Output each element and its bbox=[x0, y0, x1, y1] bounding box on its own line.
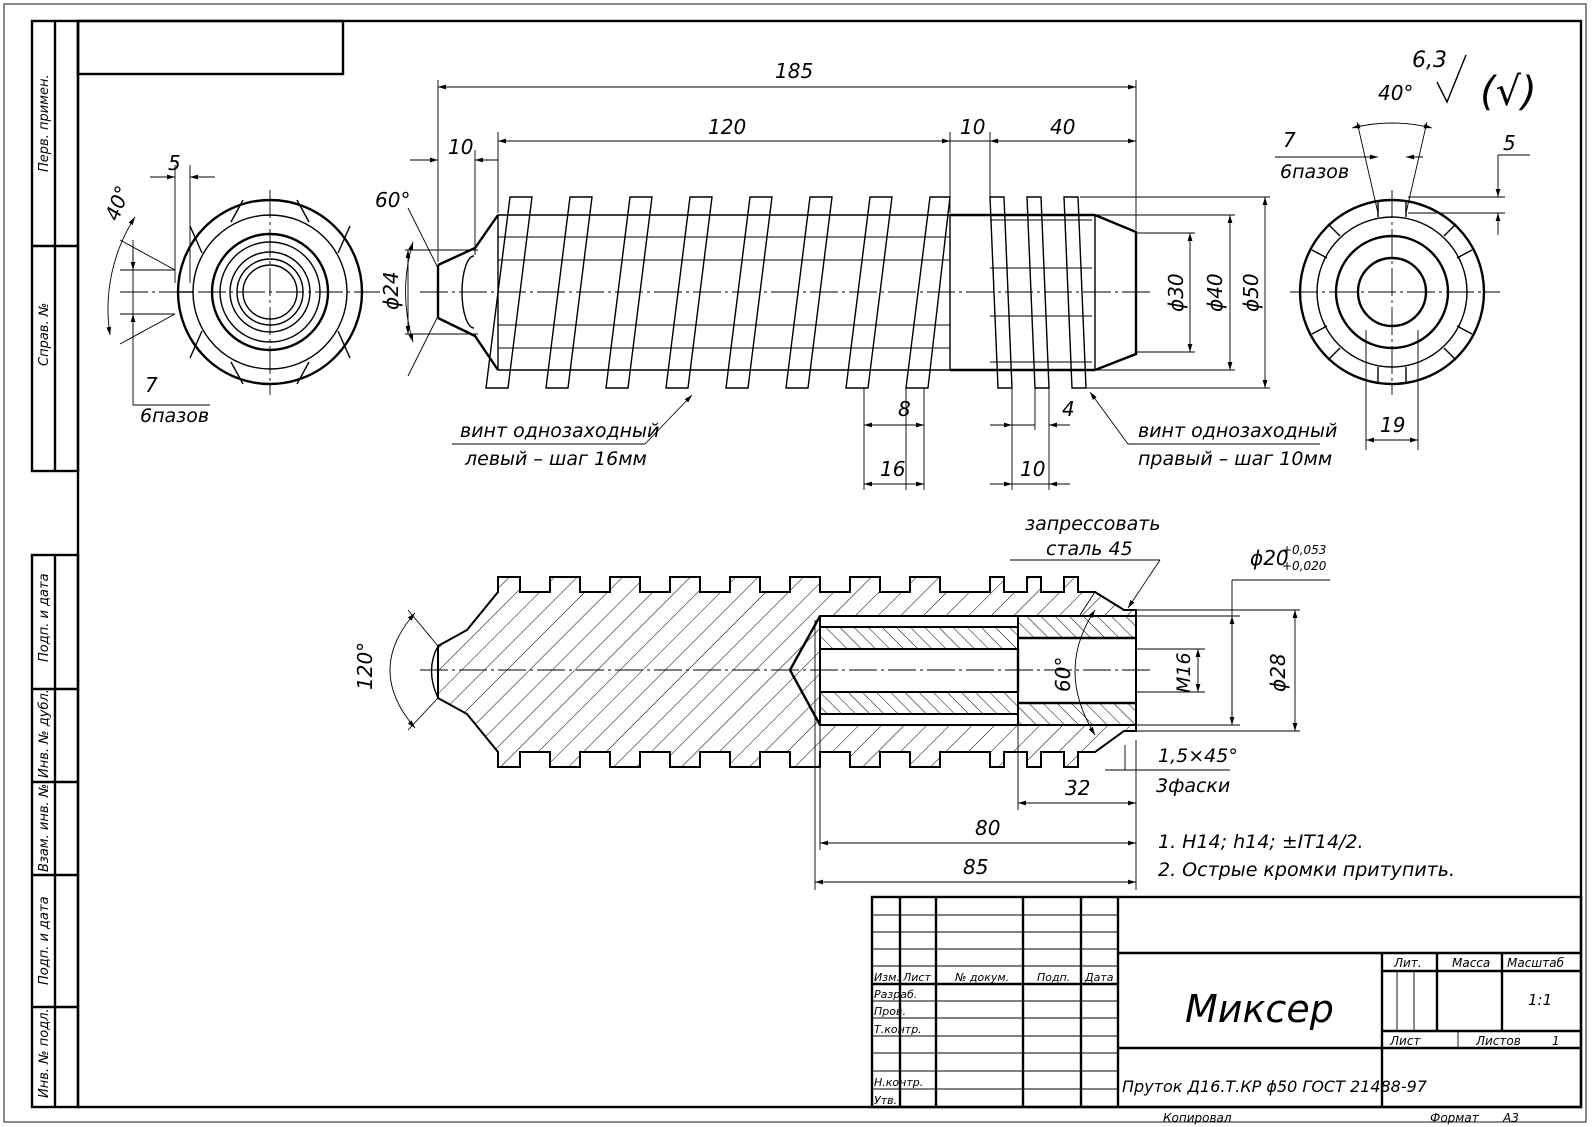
press-fit-note: запрессовать bbox=[1025, 513, 1161, 535]
chamfer-count: 3фаски bbox=[1156, 775, 1230, 797]
dim-10-top: 10 bbox=[960, 115, 985, 139]
sheets-label: Листов bbox=[1475, 1034, 1521, 1048]
format-value: A3 bbox=[1502, 1111, 1519, 1125]
dim-40: 40 bbox=[1050, 115, 1075, 139]
side-stamp-labels: Перв. примен. Справ. № Подп. и дата Инв.… bbox=[37, 74, 52, 1098]
dim-16: 16 bbox=[880, 457, 905, 481]
row-tech-control: Т.контр. bbox=[874, 1023, 922, 1036]
col-date: Дата bbox=[1084, 971, 1114, 984]
dia-28: ϕ28 bbox=[1266, 653, 1290, 692]
dim-8: 8 bbox=[898, 397, 911, 421]
bore-tol-upper: +0,053 bbox=[1282, 543, 1326, 557]
dia-40: ϕ40 bbox=[1203, 273, 1227, 312]
angle-120: 120° bbox=[353, 642, 377, 690]
dia-30: ϕ30 bbox=[1164, 273, 1188, 312]
stamp-orig-inv: Инв. № подл. bbox=[37, 1008, 52, 1098]
angle-60-cone: 60° bbox=[1051, 657, 1075, 692]
note-left-screw-2: левый – шаг 16мм bbox=[464, 448, 647, 470]
sheet-frame bbox=[3, 3, 1587, 1123]
scale-label: Масштаб bbox=[1507, 956, 1565, 970]
dim-left-5: 5 bbox=[168, 151, 181, 175]
left-end-view: 5 40° 7 6пазов bbox=[100, 151, 380, 427]
material: Пруток Д16.Т.КР ϕ50 ГОСТ 21488-97 bbox=[1122, 1077, 1428, 1096]
col-doc-no: № докум. bbox=[954, 971, 1009, 984]
roughness-symbol: (√) bbox=[1480, 69, 1537, 115]
dim-80: 80 bbox=[975, 816, 1000, 840]
dim-120: 120 bbox=[708, 115, 746, 139]
main-side-view: 185 120 10 40 10 60° ϕ24 ϕ30 ϕ40 bbox=[375, 59, 1337, 490]
note-right-screw-2: правый – шаг 10мм bbox=[1138, 448, 1332, 470]
bore-dia-20: ϕ20 bbox=[1250, 546, 1289, 570]
dim-32: 32 bbox=[1065, 776, 1090, 800]
dim-85: 85 bbox=[963, 855, 988, 879]
stamp-dup-inv: Инв. № дубл. bbox=[37, 689, 52, 778]
screw-flights-right bbox=[989, 196, 1087, 389]
part-name: Миксер bbox=[1185, 987, 1334, 1031]
note-left-screw-1: винт однозаходный bbox=[460, 420, 659, 442]
slots-right: 6пазов bbox=[1280, 161, 1349, 183]
dia-24: ϕ24 bbox=[379, 271, 403, 310]
format-label: Формат bbox=[1430, 1111, 1480, 1125]
copied-label: Копировал bbox=[1163, 1111, 1232, 1125]
col-sign: Подп. bbox=[1037, 971, 1070, 984]
mass-label: Масса bbox=[1452, 956, 1490, 970]
dim-185: 185 bbox=[775, 59, 813, 83]
dim-right-7: 7 bbox=[1283, 128, 1296, 152]
title-block: Изм. Лист № докум. Подп. Дата Разраб. Пр… bbox=[870, 895, 1583, 1125]
row-checked: Пров. bbox=[874, 1005, 906, 1018]
technical-notes: 1. H14; h14; ±IT14/2. 2. Острые кромки п… bbox=[1158, 831, 1455, 881]
right-end-view: 40° 7 6пазов 5 19 bbox=[1275, 81, 1530, 450]
dim-19: 19 bbox=[1380, 413, 1405, 437]
dia-50: ϕ50 bbox=[1239, 273, 1263, 312]
roughness-value: 6,3 bbox=[1412, 48, 1447, 73]
angle-left-40: 40° bbox=[100, 182, 135, 224]
row-approved: Утв. bbox=[874, 1094, 897, 1107]
chamfer-size: 1,5×45° bbox=[1158, 745, 1238, 767]
lit-label: Лит. bbox=[1393, 956, 1422, 970]
screw-flights-left bbox=[485, 196, 951, 389]
stamp-first-use: Перв. примен. bbox=[37, 74, 52, 172]
scale-value: 1:1 bbox=[1528, 991, 1552, 1009]
dim-10-left: 10 bbox=[448, 135, 473, 159]
roughness-sign: 6,3 (√) bbox=[1412, 48, 1537, 115]
dim-4: 4 bbox=[1062, 397, 1075, 421]
dim-right-5: 5 bbox=[1503, 131, 1516, 155]
angle-60-tip: 60° bbox=[375, 188, 410, 212]
slots-left: 6пазов bbox=[140, 405, 209, 427]
stamp-repl-inv: Взам. инв. № bbox=[37, 784, 52, 872]
note-1: 1. H14; h14; ±IT14/2. bbox=[1158, 831, 1364, 853]
stamp-sign-date-2: Подп. и дата bbox=[37, 896, 52, 985]
bore-tol-lower: +0,020 bbox=[1282, 559, 1327, 573]
col-change: Изм. bbox=[874, 971, 900, 984]
stamp-sign-date-1: Подп. и дата bbox=[37, 573, 52, 662]
row-developed: Разраб. bbox=[874, 988, 917, 1001]
thread-m16: M16 bbox=[1173, 652, 1195, 693]
note-right-screw-1: винт однозаходный bbox=[1138, 420, 1337, 442]
row-norm-control: Н.контр. bbox=[874, 1076, 923, 1089]
dim-10-bottom: 10 bbox=[1020, 457, 1045, 481]
note-2: 2. Острые кромки притупить. bbox=[1158, 859, 1455, 881]
col-sheet: Лист bbox=[902, 971, 931, 984]
press-fit-material: сталь 45 bbox=[1046, 538, 1133, 560]
angle-right-40: 40° bbox=[1378, 81, 1413, 105]
sheet-label: Лист bbox=[1389, 1034, 1421, 1048]
section-view: 120° 60° запрессовать сталь 45 ϕ20 +0,05… bbox=[353, 513, 1330, 890]
stamp-ref-no: Справ. № bbox=[37, 303, 52, 366]
sheets-count: 1 bbox=[1552, 1034, 1560, 1048]
dim-left-7: 7 bbox=[145, 373, 158, 397]
